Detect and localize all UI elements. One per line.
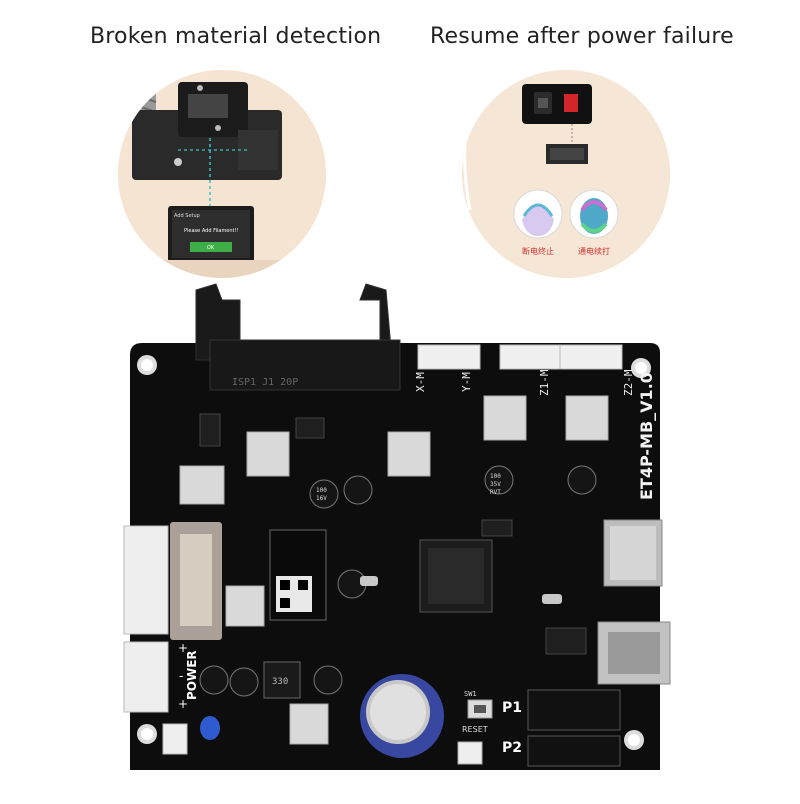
- power-label: POWER: [185, 650, 199, 700]
- cap-label-16v-voltage: 16V: [316, 495, 327, 502]
- label-power-off: 断电终止: [522, 246, 554, 256]
- label-power-on: 通电续打: [578, 246, 610, 256]
- power-plus-bottom: +: [178, 697, 188, 711]
- power-resume-photo: 断电终止 通电续打: [462, 70, 670, 278]
- cap-label-voltage: 35V: [490, 481, 501, 488]
- dialog-title: Add Setup: [174, 213, 200, 219]
- motor-label-z2: Z2-M: [622, 369, 635, 396]
- reset-label: RESET: [462, 725, 488, 734]
- dialog-ok-button: OK: [207, 245, 215, 251]
- ribbon-connector-label: ISP1 J1 20P: [232, 377, 298, 388]
- power-resume-inset: 断电终止 通电续打: [462, 70, 670, 278]
- motor-label-z1: Z1-M: [538, 369, 551, 396]
- board-model-label: ET4P-MB_V1.0: [637, 372, 656, 500]
- cap-label-16v-value: 100: [316, 487, 327, 494]
- dialog-message: Please Add Filament!!: [184, 228, 239, 234]
- motor-label-x: X-M: [414, 372, 427, 392]
- power-minus: -: [179, 669, 183, 683]
- power-plus-top: +: [178, 641, 188, 655]
- cap-label-value: 100: [490, 473, 501, 480]
- caption-resume-power: Resume after power failure: [430, 24, 734, 49]
- p1-label: P1: [502, 700, 522, 716]
- caption-broken-material: Broken material detection: [90, 24, 382, 49]
- motor-label-y: Y-M: [460, 372, 473, 392]
- cap-label-brand: RVT: [490, 489, 501, 496]
- inductor-label: 330: [272, 677, 288, 687]
- p2-label: P2: [502, 740, 522, 756]
- sw1-label: SW1: [464, 690, 477, 698]
